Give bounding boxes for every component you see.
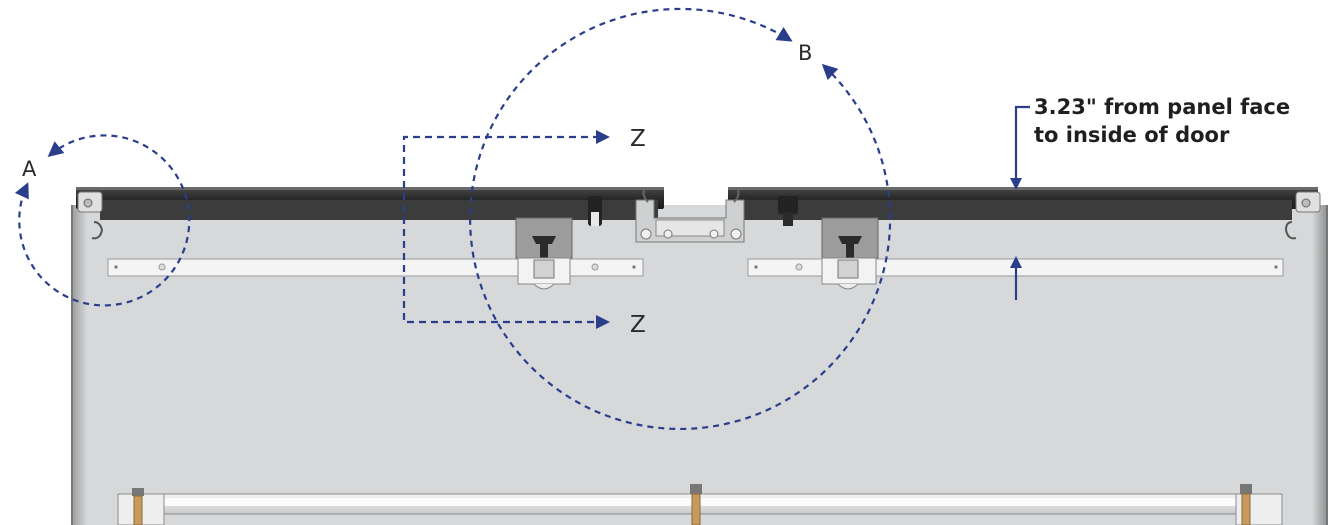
door-rail-right bbox=[728, 187, 1321, 240]
center-hinge-bracket bbox=[635, 189, 745, 243]
callout-circle-b bbox=[469, 7, 892, 430]
enclosure-panel bbox=[71, 205, 1328, 525]
latch-assembly-right bbox=[778, 196, 879, 290]
latch-assembly-left bbox=[515, 196, 602, 290]
bottom-post-center bbox=[690, 484, 702, 525]
mounting-bracket-left bbox=[107, 258, 644, 277]
callout-label-a: A bbox=[22, 157, 37, 181]
section-label-z-bottom: Z bbox=[630, 312, 646, 338]
callout-circle-a bbox=[14, 134, 191, 307]
dimension-label-line2: to inside of door bbox=[1034, 123, 1230, 147]
dimension-arrows bbox=[1010, 105, 1030, 300]
callout-label-b: B bbox=[798, 41, 812, 65]
bottom-post-right bbox=[1240, 484, 1252, 525]
dimension-label-line1: 3.23" from panel face bbox=[1034, 95, 1290, 119]
bottom-post-left bbox=[132, 488, 144, 525]
door-rail-left bbox=[76, 187, 664, 240]
section-line-z bbox=[402, 130, 610, 329]
section-label-z-top: Z bbox=[630, 126, 646, 152]
